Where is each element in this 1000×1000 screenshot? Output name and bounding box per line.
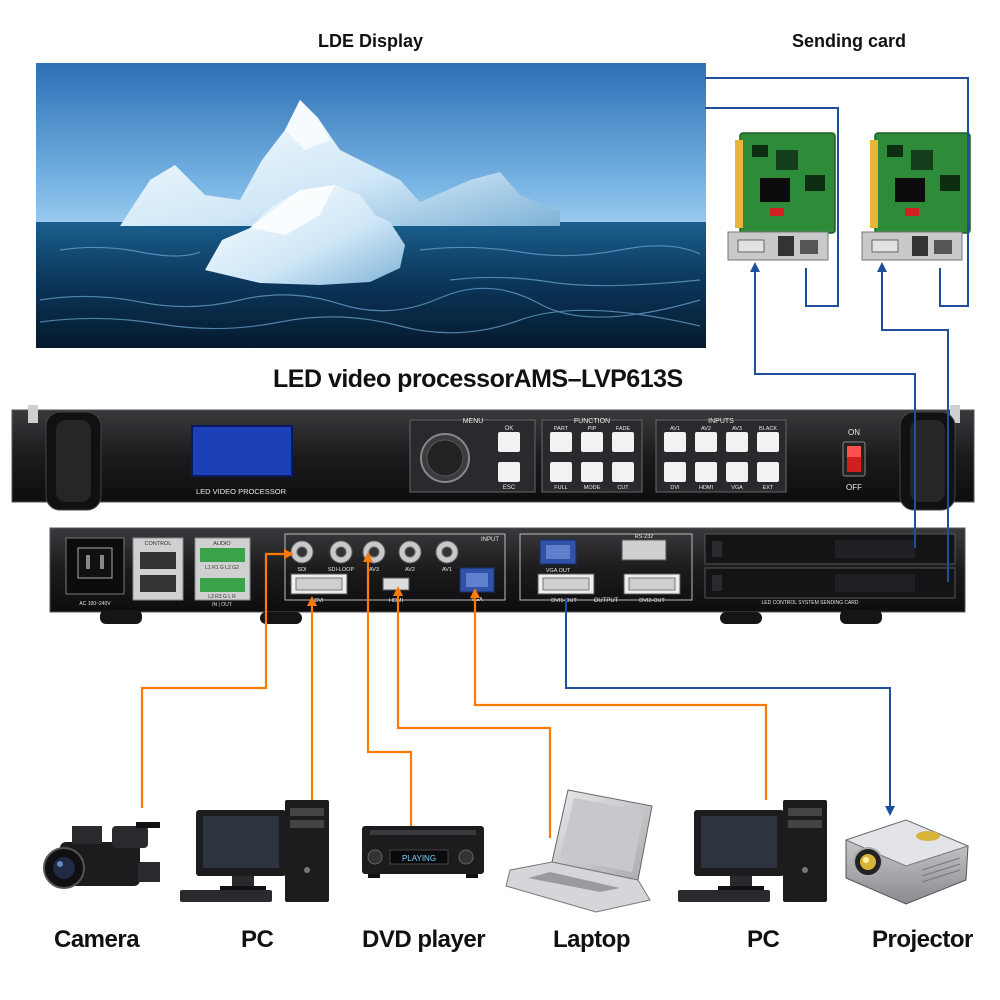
output-arrowheads bbox=[750, 262, 895, 816]
sending-card-label: Sending card bbox=[792, 31, 907, 51]
power-label: AC 100~240V bbox=[79, 601, 111, 607]
output-cables bbox=[565, 77, 969, 808]
sending-card-2 bbox=[861, 132, 971, 261]
vga-out-label: VGA OUT bbox=[546, 568, 571, 574]
card1-to-slot-cable bbox=[754, 270, 916, 548]
processor-front-panel bbox=[11, 405, 975, 511]
dvi1-out-label: DVI1-OUT bbox=[551, 598, 577, 604]
on-label: ON bbox=[848, 428, 860, 437]
laptop-icon bbox=[505, 789, 653, 913]
key-full: FULL bbox=[554, 485, 567, 491]
projector-icon bbox=[844, 819, 970, 905]
audio-label: AUDIO bbox=[213, 541, 231, 547]
input-arrowheads bbox=[284, 549, 480, 606]
menu-label: MENU bbox=[463, 418, 484, 425]
display-to-card2-cable bbox=[705, 77, 969, 307]
rear-panel-labels: CONTROL AUDIO L1 R1 G L2 G2 L3 R3 G L R … bbox=[79, 534, 859, 608]
off-label: OFF bbox=[846, 483, 862, 492]
key-black: BLACK bbox=[759, 426, 777, 432]
sdi-label: SDI bbox=[297, 567, 307, 573]
sdi-loop-label: SDI-LOOP bbox=[328, 567, 355, 573]
processor-title: LED video processorAMS–LVP613S bbox=[273, 365, 683, 393]
key-vga: VGA bbox=[731, 485, 743, 491]
sending-card-1 bbox=[727, 132, 836, 261]
inputs-label: INPUTS bbox=[708, 418, 734, 425]
av1-label: AV1 bbox=[442, 567, 452, 573]
device-label-camera: Camera bbox=[54, 926, 140, 953]
key-mode: MODE bbox=[584, 485, 601, 491]
dvd-player-icon bbox=[362, 826, 484, 878]
ok-label: OK bbox=[505, 426, 514, 432]
av2-label: AV2 bbox=[405, 567, 415, 573]
esc-label: ESC bbox=[503, 485, 516, 491]
rs232-label: RS-232 bbox=[635, 534, 654, 540]
sending-slot-label: LED CONTROL SYSTEM SENDING CARD bbox=[761, 600, 858, 606]
pc-1-icon bbox=[180, 800, 329, 902]
led-display bbox=[36, 63, 706, 348]
device-label-pc-1: PC bbox=[241, 926, 274, 953]
hdmi-label: HDMI bbox=[389, 598, 404, 604]
laptop-to-hdmi-cable bbox=[396, 594, 552, 838]
camera-to-sdi-cable bbox=[140, 552, 284, 808]
front-panel-labels: LED VIDEO PROCESSOR MENU FUNCTION INPUTS… bbox=[196, 418, 862, 496]
audio-in-out-label: IN | OUT bbox=[212, 602, 232, 608]
display-to-card1-cable bbox=[705, 107, 839, 307]
lcd-caption: LED VIDEO PROCESSOR bbox=[196, 487, 287, 496]
device-label-pc-2: PC bbox=[747, 926, 780, 953]
key-pip: PIP bbox=[588, 426, 597, 432]
audio-top-label: L1 R1 G L2 G2 bbox=[205, 565, 239, 571]
dvi2-out-label: DVI2-OUT bbox=[639, 598, 665, 604]
output-label: OUTPUT bbox=[594, 598, 619, 604]
dvd-to-av3-cable bbox=[366, 560, 413, 826]
vga-in-label: VGA bbox=[471, 597, 483, 603]
key-av3: AV3 bbox=[732, 426, 742, 432]
key-ext: EXT bbox=[763, 485, 774, 491]
control-label: CONTROL bbox=[145, 541, 172, 547]
device-label-laptop: Laptop bbox=[553, 926, 630, 953]
pc-2-icon bbox=[678, 800, 827, 902]
processor-rear-panel bbox=[49, 527, 966, 624]
input-label: INPUT bbox=[481, 537, 499, 543]
key-part: PART bbox=[554, 426, 569, 432]
card2-to-slot-cable bbox=[881, 270, 949, 582]
display-label: LDE Display bbox=[318, 31, 424, 51]
input-cables bbox=[140, 552, 768, 838]
key-av1: AV1 bbox=[670, 426, 680, 432]
dvd-display-text: PLAYING bbox=[402, 854, 436, 863]
dvi-in-label: DVI bbox=[314, 598, 324, 604]
key-fade: FADE bbox=[616, 426, 631, 432]
vga-out-to-projector-cable bbox=[565, 598, 891, 808]
device-label-dvd-player: DVD player bbox=[362, 926, 486, 953]
key-cut: CUT bbox=[617, 485, 629, 491]
device-label-projector: Projector bbox=[872, 926, 973, 953]
key-av2: AV2 bbox=[701, 426, 711, 432]
audio-bottom-label: L3 R3 G L R bbox=[208, 594, 236, 600]
function-label: FUNCTION bbox=[574, 418, 610, 425]
key-hdmi: HDMI bbox=[699, 485, 714, 491]
camera-icon bbox=[43, 822, 160, 889]
key-dvi: DVI bbox=[670, 485, 680, 491]
pc-to-vga-cable bbox=[473, 596, 768, 800]
av3-label: AV3 bbox=[369, 567, 379, 573]
